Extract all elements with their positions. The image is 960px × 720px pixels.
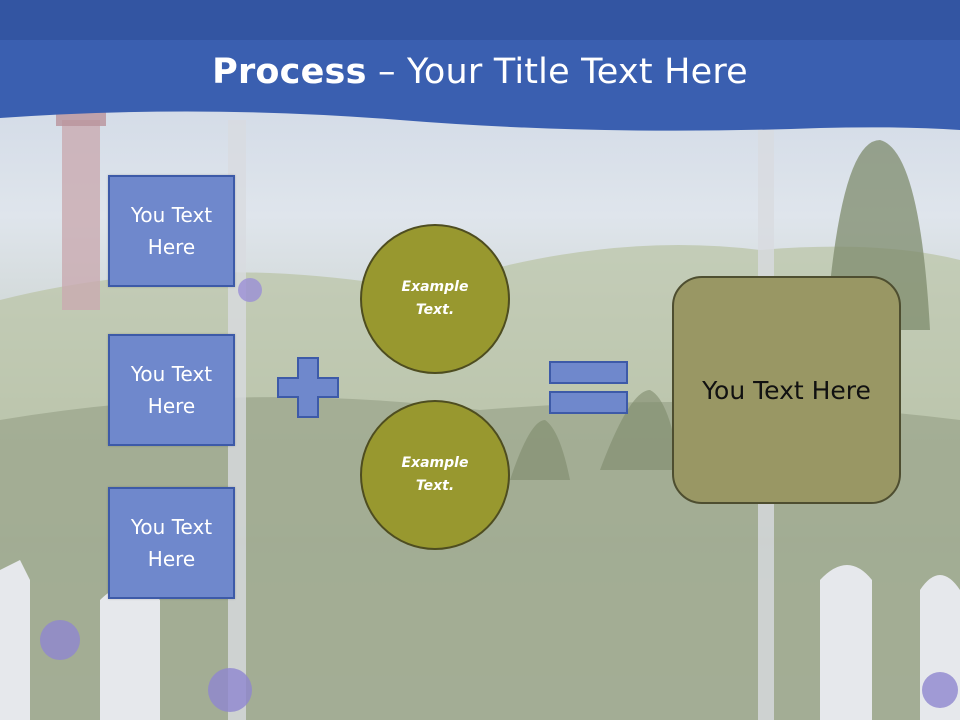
text-box-2[interactable]: You Text Here xyxy=(108,334,235,446)
title-rest: – Your Title Text Here xyxy=(366,52,748,92)
slide-title: Process – Your Title Text Here xyxy=(0,52,960,92)
circle-label: Example Text. xyxy=(401,279,469,318)
equals-icon xyxy=(549,361,628,414)
example-circle-2[interactable]: Example Text. xyxy=(360,400,510,550)
title-bold: Process xyxy=(212,52,367,92)
text-box-label: You Text Here xyxy=(130,515,213,571)
example-circle-1[interactable]: Example Text. xyxy=(360,224,510,374)
circle-label: Example Text. xyxy=(401,455,469,494)
result-box[interactable]: You Text Here xyxy=(672,276,901,504)
text-box-3[interactable]: You Text Here xyxy=(108,487,235,599)
text-box-label: You Text Here xyxy=(130,203,213,259)
text-box-label: You Text Here xyxy=(130,362,213,418)
result-label: You Text Here xyxy=(702,375,871,405)
text-box-1[interactable]: You Text Here xyxy=(108,175,235,287)
plus-icon xyxy=(277,357,339,418)
